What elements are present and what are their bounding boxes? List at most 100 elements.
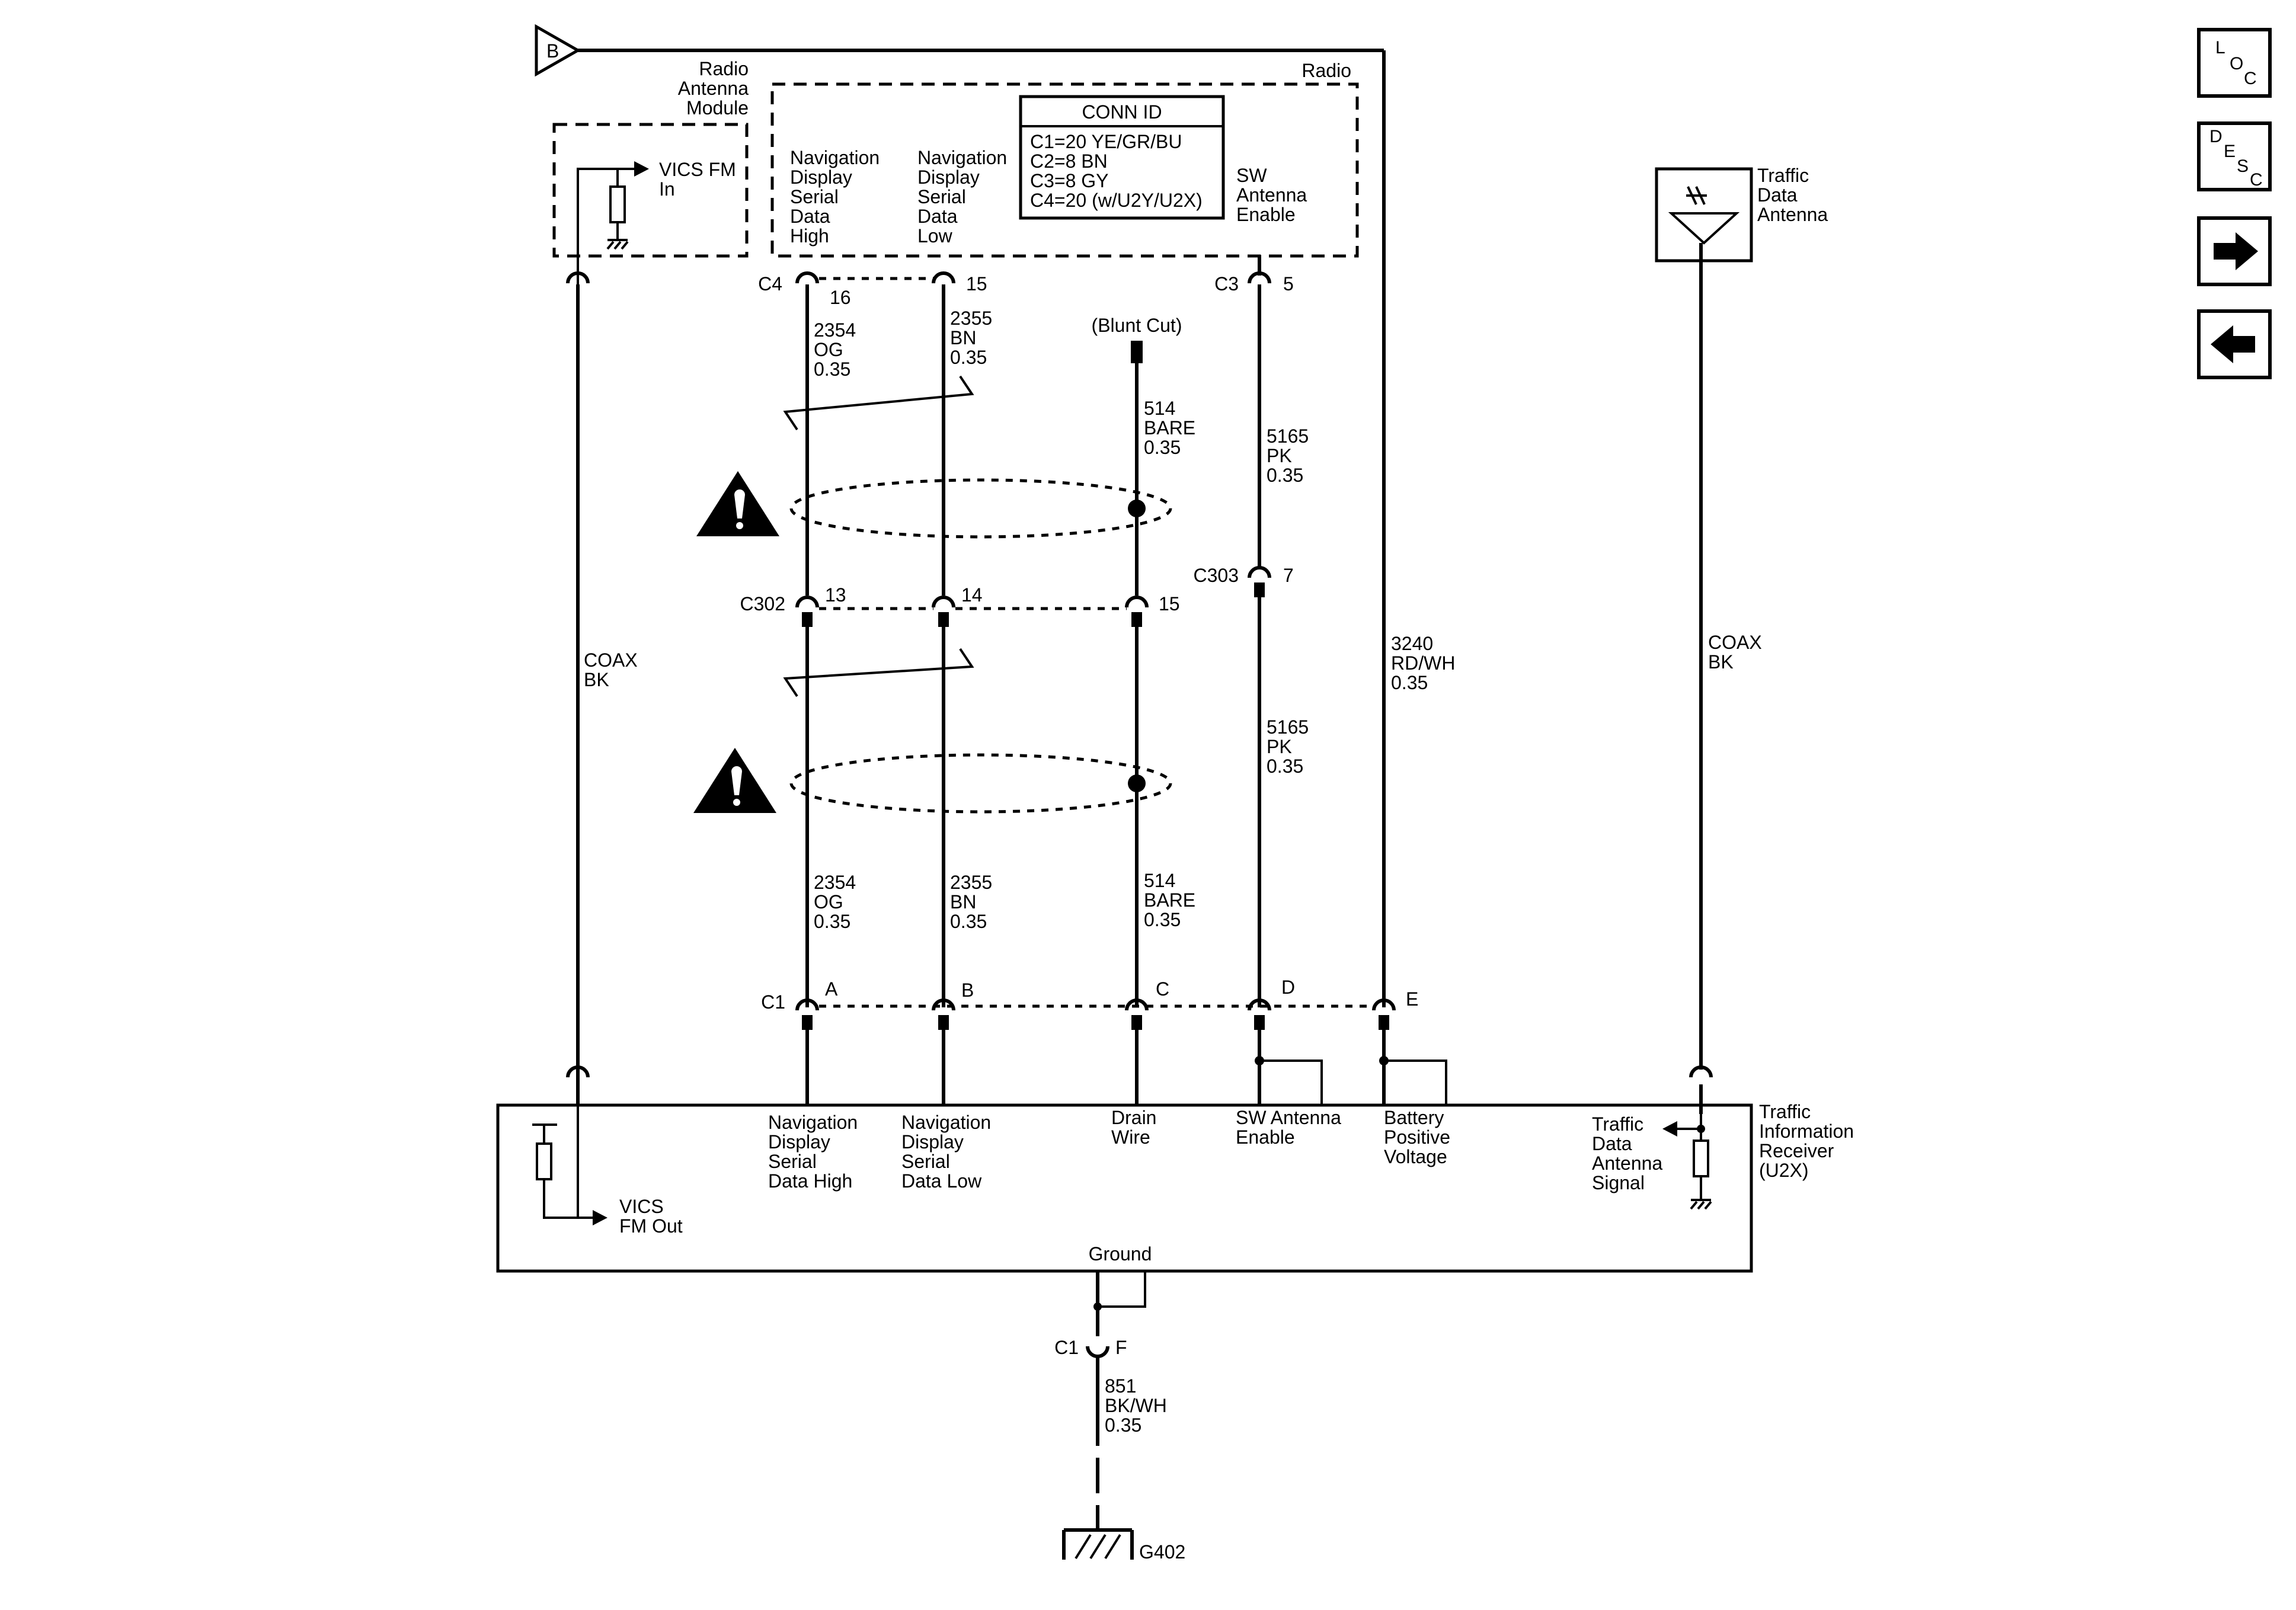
radio-pin-nav-low-label: Navigation Display Serial Data Low	[917, 147, 1007, 247]
loc-button[interactable]: L O C	[2197, 28, 2272, 98]
svg-text:D: D	[1281, 977, 1295, 998]
radio-pin-nav-high-label: Navigation Display Serial Data High	[790, 147, 880, 247]
svg-text:Antenna: Antenna	[1236, 184, 1307, 206]
conn-id-line: C3=8 GY	[1030, 170, 1109, 191]
svg-text:High: High	[790, 225, 829, 247]
conn-id-box: CONN ID C1=20 YE/GR/BU C2=8 BN C3=8 GY C…	[1019, 95, 1225, 220]
svg-text:O: O	[2230, 54, 2243, 73]
svg-text:C303: C303	[1194, 565, 1239, 586]
svg-text:COAX: COAX	[584, 649, 638, 671]
svg-text:7: 7	[1283, 565, 1294, 586]
prev-arrow-button[interactable]	[2197, 309, 2272, 379]
svg-text:C3: C3	[1214, 273, 1239, 295]
svg-text:Positive: Positive	[1384, 1126, 1450, 1148]
vics-fm-out-label: VICS	[619, 1196, 664, 1217]
svg-text:5165: 5165	[1267, 716, 1309, 738]
svg-text:13: 13	[825, 584, 846, 606]
svg-text:Serial: Serial	[901, 1151, 950, 1172]
svg-text:Display: Display	[768, 1131, 830, 1153]
svg-text:Navigation: Navigation	[768, 1112, 858, 1133]
desc-button[interactable]: D E S C	[2197, 121, 2272, 191]
receiver-pin-sw-enable-label: SW Antenna Enable	[1236, 1107, 1341, 1148]
svg-text:Data: Data	[1592, 1133, 1632, 1154]
svg-text:Serial: Serial	[768, 1151, 817, 1172]
svg-text:C: C	[2244, 69, 2257, 88]
svg-text:Display: Display	[790, 167, 852, 188]
radio-component: Radio CONN ID C1=20 YE/GR/BU C2=8 BN C3=…	[770, 60, 1359, 258]
svg-text:Data Low: Data Low	[901, 1170, 982, 1192]
svg-text:Antenna: Antenna	[1592, 1153, 1662, 1174]
svg-text:C4: C4	[758, 273, 782, 295]
svg-text:Radio: Radio	[699, 58, 749, 79]
wire-coax-right: COAX BK	[1699, 243, 1762, 1114]
receiver-pin-nav-high-label: Navigation Display Serial Data High	[768, 1112, 858, 1192]
svg-text:Data: Data	[917, 206, 958, 227]
svg-text:SW: SW	[1236, 165, 1267, 186]
splice-jumpers	[1255, 1056, 1447, 1105]
receiver-pin-nav-low-label: Navigation Display Serial Data Low	[901, 1112, 991, 1192]
svg-text:BN: BN	[950, 327, 976, 348]
receiver-pin-battery-label: Battery Positive Voltage	[1384, 1107, 1450, 1167]
svg-text:OG: OG	[814, 891, 843, 913]
svg-text:Enable: Enable	[1236, 1126, 1295, 1148]
connector-c303: C303 7	[1194, 565, 1294, 597]
svg-text:Receiver: Receiver	[1759, 1140, 1834, 1161]
svg-text:F: F	[1115, 1337, 1127, 1358]
svg-text:Enable: Enable	[1236, 204, 1296, 225]
svg-text:3240: 3240	[1391, 633, 1433, 654]
svg-text:C1: C1	[1054, 1337, 1079, 1358]
svg-text:Display: Display	[901, 1131, 964, 1153]
svg-text:OG: OG	[814, 339, 843, 360]
svg-text:16: 16	[830, 287, 851, 308]
next-arrow-button[interactable]	[2197, 216, 2272, 286]
ground-path: C1 F 851 BK/WH 0.35 G402	[1054, 1271, 1185, 1563]
svg-text:BARE: BARE	[1144, 889, 1195, 911]
svg-text:514: 514	[1144, 398, 1175, 419]
receiver-pin-traffic-signal-label: Traffic Data Antenna Signal	[1592, 1113, 1662, 1193]
svg-text:5165: 5165	[1267, 425, 1309, 447]
conn-id-title: CONN ID	[1082, 101, 1162, 123]
svg-text:0.35: 0.35	[1144, 437, 1181, 458]
wire-5165: 5165 PK 0.35 5165 PK 0.35	[1258, 255, 1309, 1061]
wire-2354: 2354 OG 0.35 2354 OG 0.35	[805, 284, 856, 1105]
svg-text:Battery: Battery	[1384, 1107, 1444, 1128]
vics-fm-in-label: VICS FM	[659, 159, 736, 180]
wire-514-drain: (Blunt Cut) 514 BARE 0.35 514 BARE 0.35	[1092, 315, 1195, 1105]
radio-pin-sw-enable-label: SW Antenna Enable	[1236, 165, 1307, 225]
svg-text:0.35: 0.35	[1391, 672, 1428, 693]
svg-text:A: A	[825, 978, 838, 1000]
caution-icon	[696, 471, 779, 536]
wire-2355: 2355 BN 0.35 2355 BN 0.35	[942, 284, 992, 1105]
svg-text:PK: PK	[1267, 736, 1292, 757]
svg-text:COAX: COAX	[1708, 632, 1762, 653]
svg-text:Antenna: Antenna	[1757, 204, 1828, 225]
svg-text:851: 851	[1105, 1375, 1136, 1397]
svg-text:2354: 2354	[814, 319, 856, 341]
svg-text:Data High: Data High	[768, 1170, 852, 1192]
svg-text:SW Antenna: SW Antenna	[1236, 1107, 1341, 1128]
svg-text:BK: BK	[1708, 651, 1734, 673]
svg-text:Display: Display	[917, 167, 980, 188]
svg-text:C: C	[2250, 170, 2263, 190]
svg-text:BARE: BARE	[1144, 417, 1195, 438]
svg-text:Voltage: Voltage	[1384, 1146, 1447, 1167]
connector-c4: C4 16 15	[566, 271, 987, 308]
radio-antenna-module: Radio Antenna Module VICS FM In	[552, 58, 749, 284]
svg-text:E: E	[1406, 988, 1418, 1010]
svg-text:0.35: 0.35	[950, 347, 987, 368]
svg-text:Data: Data	[1757, 184, 1798, 206]
svg-text:0.35: 0.35	[1267, 465, 1303, 486]
svg-text:14: 14	[961, 584, 983, 606]
wire-3240: 3240 RD/WH 0.35	[1382, 50, 1455, 1061]
receiver-pin-drain-label: Drain Wire	[1111, 1107, 1156, 1148]
blunt-cut-label: (Blunt Cut)	[1092, 315, 1182, 336]
svg-text:Navigation: Navigation	[901, 1112, 991, 1133]
svg-text:C: C	[1156, 978, 1169, 1000]
conn-id-line: C2=8 BN	[1030, 151, 1108, 172]
svg-text:Wire: Wire	[1111, 1126, 1150, 1148]
svg-text:Low: Low	[917, 225, 953, 247]
svg-text:Navigation: Navigation	[917, 147, 1007, 168]
svg-text:(U2X): (U2X)	[1759, 1160, 1809, 1181]
svg-text:BN: BN	[950, 891, 976, 913]
